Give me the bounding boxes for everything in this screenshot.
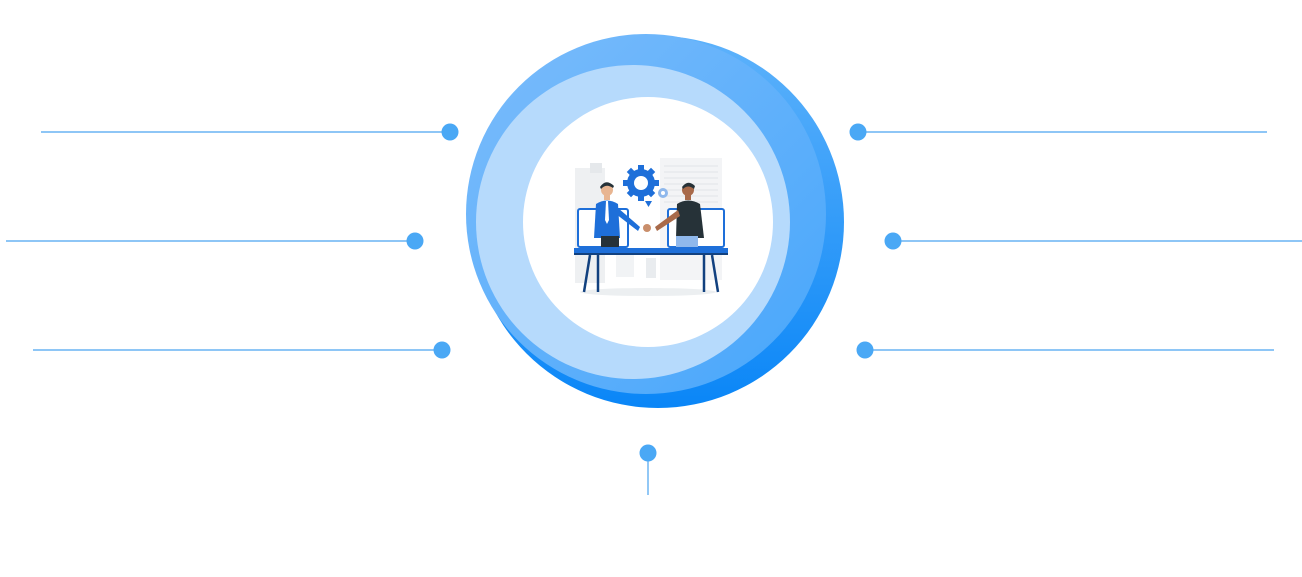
- connector-dot[interactable]: [884, 232, 902, 250]
- connector-dot[interactable]: [849, 123, 867, 141]
- desk-icon: [574, 248, 728, 293]
- handshake-illustration-icon: [574, 158, 728, 296]
- connector-right-top: [849, 123, 1267, 141]
- connector-dot[interactable]: [406, 232, 424, 250]
- center-disc: [523, 97, 773, 347]
- connector-dot[interactable]: [441, 123, 459, 141]
- connector-dot[interactable]: [433, 341, 451, 359]
- connector-dot[interactable]: [639, 444, 657, 462]
- person-right-icon: [655, 182, 704, 247]
- connector-right-bottom: [856, 341, 1274, 359]
- ring-stack: [466, 34, 844, 408]
- gear-icon: [623, 165, 659, 201]
- small-gear-icon: [658, 188, 668, 198]
- connector-left-bottom: [33, 341, 451, 359]
- connector-dot[interactable]: [856, 341, 874, 359]
- connector-left-top: [41, 123, 459, 141]
- person-left-icon: [594, 182, 640, 247]
- connector-left-middle: [6, 232, 424, 250]
- connector-right-middle: [884, 232, 1302, 250]
- connector-bottom-center: [639, 444, 657, 495]
